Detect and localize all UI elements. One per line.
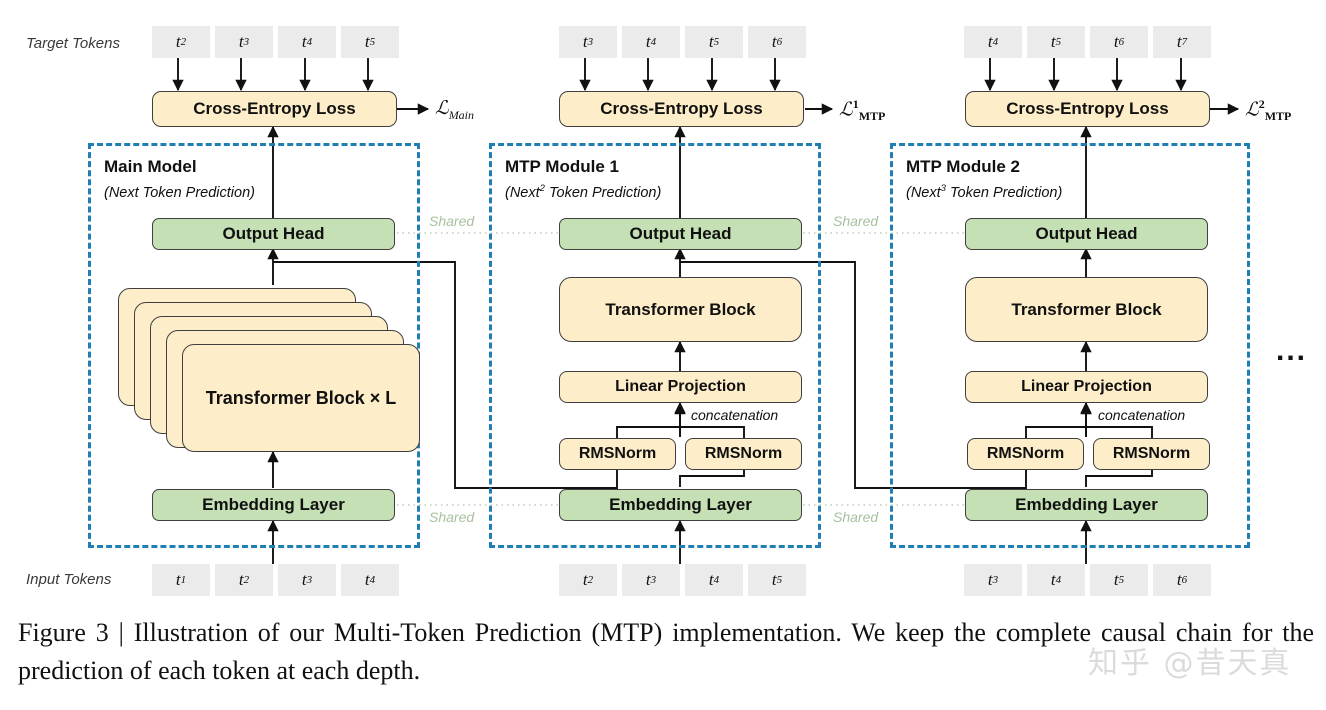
- linear-projection-mtp2[interactable]: Linear Projection: [965, 371, 1208, 403]
- cross-entropy-loss-main[interactable]: Cross-Entropy Loss: [152, 91, 397, 127]
- watermark-text: 知乎 @昔天真: [1088, 646, 1292, 681]
- figure-caption: Figure 3 | Illustration of our Multi-Tok…: [18, 618, 1314, 685]
- embedding-layer-mtp1[interactable]: Embedding Layer: [559, 489, 802, 521]
- transformer-stack-main[interactable]: Transformer Block × L: [118, 288, 420, 453]
- linear-projection-mtp1[interactable]: Linear Projection: [559, 371, 802, 403]
- module-frame-main: [88, 143, 420, 548]
- module-subtitle-main: (Next Token Prediction): [104, 184, 255, 201]
- concatenation-label-mtp1: concatenation: [691, 407, 779, 423]
- loss-symbol-mtp2: ℒ2MTP: [1245, 97, 1292, 124]
- rmsnorm-left-mtp2[interactable]: RMSNorm: [967, 438, 1084, 470]
- concatenation-label-mtp2: concatenation: [1098, 407, 1186, 423]
- transformer-block-mtp2[interactable]: Transformer Block: [965, 277, 1208, 342]
- cross-entropy-loss-mtp2[interactable]: Cross-Entropy Loss: [965, 91, 1210, 127]
- output-head-mtp1[interactable]: Output Head: [559, 218, 802, 250]
- loss-symbol-main: ℒMain: [435, 98, 475, 122]
- module-title-mtp2: MTP Module 2: [906, 157, 1020, 176]
- transformer-block-mtp1[interactable]: Transformer Block: [559, 277, 802, 342]
- shared-label-output-head-2: Shared: [833, 213, 879, 229]
- cross-entropy-loss-mtp1[interactable]: Cross-Entropy Loss: [559, 91, 804, 127]
- rmsnorm-right-mtp1[interactable]: RMSNorm: [685, 438, 802, 470]
- input-tokens-label: Input Tokens: [26, 571, 112, 588]
- loss-symbol-mtp1: ℒ1MTP: [839, 97, 886, 124]
- module-subtitle-mtp1: (Next2 Token Prediction): [505, 183, 662, 201]
- shared-label-output-head-1: Shared: [429, 213, 475, 229]
- module-title-mtp1: MTP Module 1: [505, 157, 619, 176]
- ellipsis-more-modules: ...: [1276, 334, 1308, 367]
- transformer-block-main-label: Transformer Block × L: [182, 344, 420, 452]
- output-head-main[interactable]: Output Head: [152, 218, 395, 250]
- shared-label-embedding-2: Shared: [833, 509, 879, 525]
- module-frame-mtp1: [489, 143, 821, 548]
- shared-label-embedding-1: Shared: [429, 509, 475, 525]
- output-head-mtp2[interactable]: Output Head: [965, 218, 1208, 250]
- module-title-main: Main Model: [104, 157, 197, 176]
- target-tokens-label: Target Tokens: [26, 35, 120, 52]
- module-frame-mtp2: [890, 143, 1250, 548]
- rmsnorm-left-mtp1[interactable]: RMSNorm: [559, 438, 676, 470]
- rmsnorm-right-mtp2[interactable]: RMSNorm: [1093, 438, 1210, 470]
- module-subtitle-mtp2: (Next3 Token Prediction): [906, 183, 1063, 201]
- embedding-layer-mtp2[interactable]: Embedding Layer: [965, 489, 1208, 521]
- embedding-layer-main[interactable]: Embedding Layer: [152, 489, 395, 521]
